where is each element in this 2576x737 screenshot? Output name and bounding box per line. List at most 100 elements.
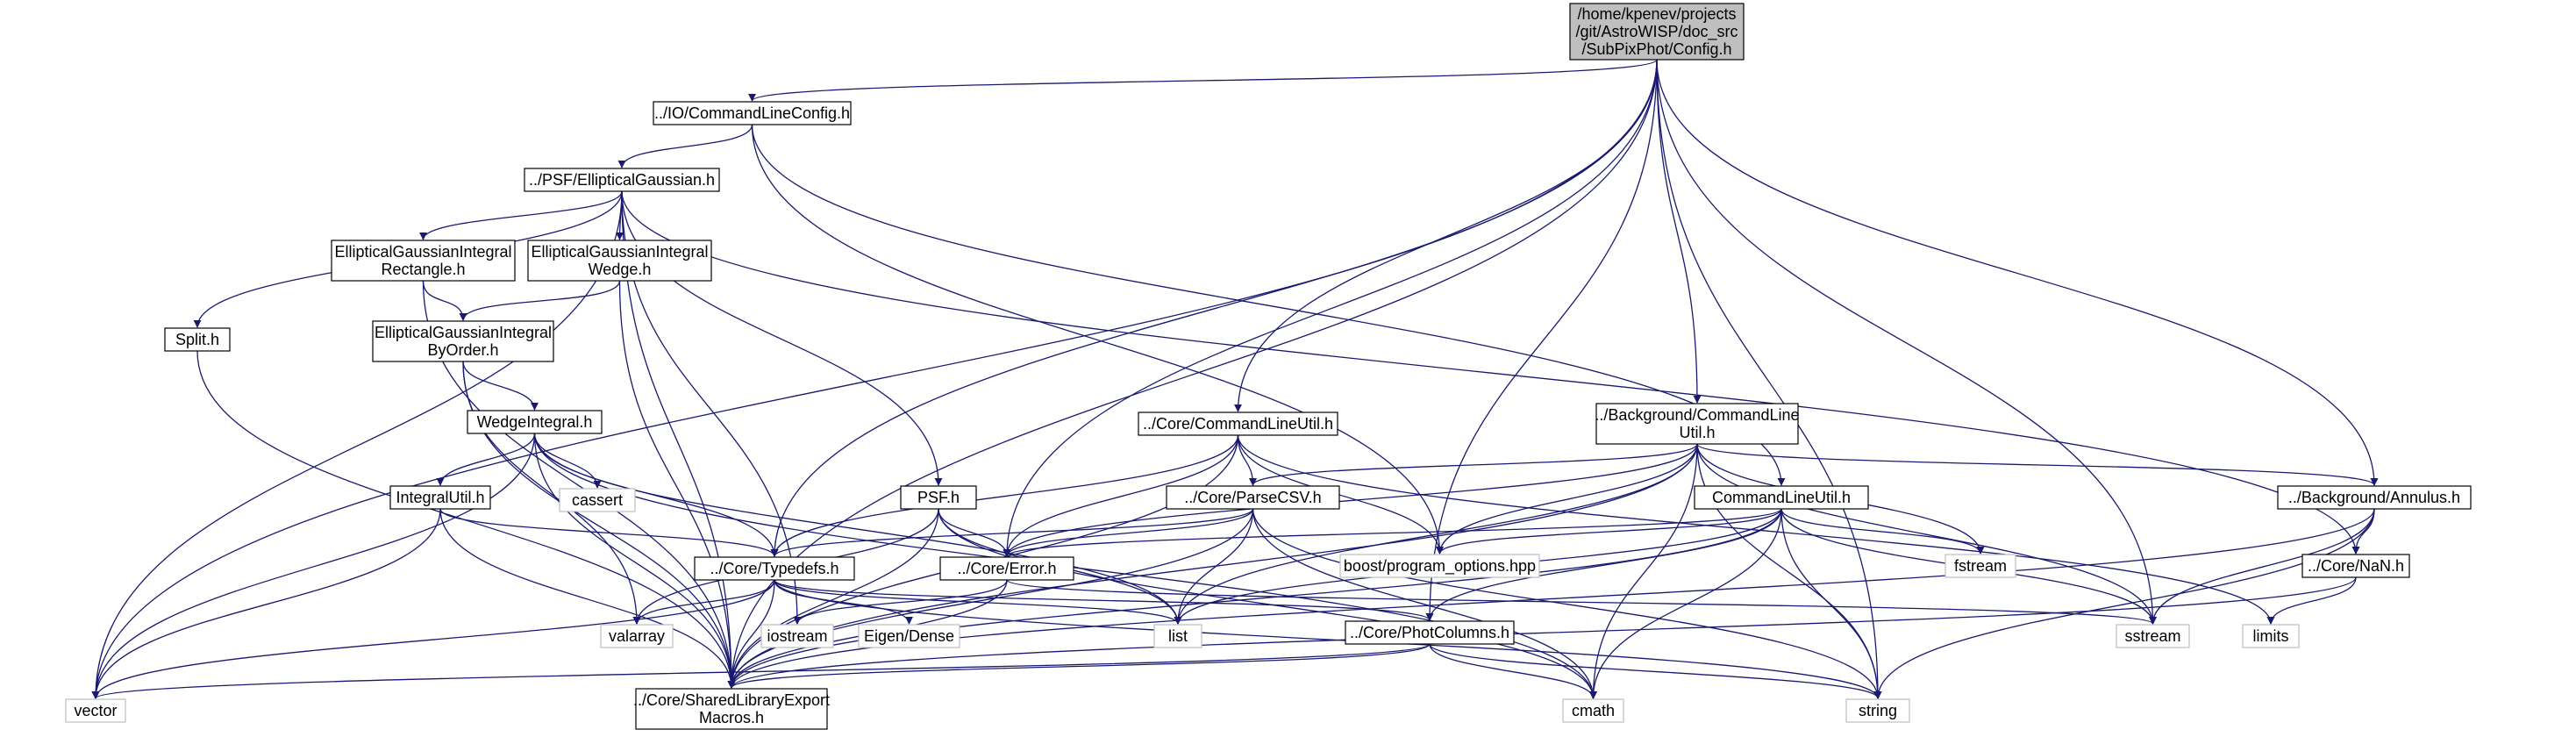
node-box-coreerror [939,556,1074,581]
node-label-string: string [1859,702,1897,719]
edge-bgcmdline-to-boostpo [1436,443,1698,555]
node-label-eigendense: Eigen/Dense [864,627,954,645]
edge-corenan-to-limits [2266,576,2357,625]
edge-corenan-to-sharedlib [727,576,2357,689]
node-eigendense[interactable]: Eigen/Dense [858,624,960,648]
edge-corecmdlineutil-to-coreerror [1003,434,1239,557]
node-cmdlineutil[interactable]: CommandLineUtil.h [1694,485,1869,510]
edge-corecmdlineutil-to-typedefs [770,434,1239,557]
edge-egirect-to-egibyorder [422,280,467,321]
node-wedgeint[interactable]: WedgeIntegral.h [467,410,603,434]
node-integralutil[interactable]: IntegralUtil.h [389,485,491,510]
node-box-psf [900,485,977,510]
node-box-cmdlineconfig [653,101,852,125]
node-box-bgcmdline [1595,403,1799,445]
node-psf[interactable]: PSF.h [900,485,977,510]
node-photcols[interactable]: ../Core/PhotColumns.h [1345,620,1515,645]
node-vector[interactable]: vector [65,698,126,723]
edge-cmdlineutil-to-cmath [1589,508,1782,699]
edge-egiwedge-to-sharedlib [618,280,736,689]
node-list[interactable]: list [1153,624,1202,648]
edge-typedefs-to-sharedlib [727,579,775,689]
node-box-boostpo [1339,554,1540,578]
edge-root-to-photcols [1425,59,1658,621]
edge-cmdlineutil-to-fstream [1780,508,1985,555]
node-parsecsv[interactable]: ../Core/ParseCSV.h [1166,485,1340,510]
node-split[interactable]: Split.h [164,327,231,352]
edge-cmdlineconfig-to-ellgauss [617,124,753,168]
node-bgannulus[interactable]: ../Background/Annulus.h [2277,485,2472,510]
edge-bgannulus-to-string [1873,508,2375,699]
edge-root-to-vector [91,59,1658,699]
edge-root-to-cmdlineconfig [748,59,1658,102]
edge-typedefs-to-string [774,579,1882,699]
node-layer: /home/kpenev/projects/git/AstroWISP/doc_… [65,3,2472,730]
node-bgcmdline[interactable]: ../Background/CommandLineUtil.h [1595,403,1800,445]
node-box-sstream [2116,624,2190,648]
node-cmdlineconfig[interactable]: ../IO/CommandLineConfig.h [653,101,852,125]
edge-egibyorder-to-wedgeint [462,361,539,411]
node-label-cmdlineutil: CommandLineUtil.h [1712,489,1851,506]
node-typedefs[interactable]: ../Core/Typedefs.h [694,556,855,581]
node-label-split: Split.h [175,331,219,348]
edge-psf-to-sharedlib [727,508,939,689]
edge-bgcmdline-to-sstream [1696,443,2157,625]
node-label-photcols: ../Core/PhotColumns.h [1350,624,1509,641]
edge-ellgauss-to-psf [621,190,943,486]
node-cmath[interactable]: cmath [1562,698,1624,723]
edge-coreerror-to-iostream [793,579,1008,625]
edge-photcols-to-string [1429,643,1882,699]
node-string[interactable]: string [1845,698,1910,723]
node-label-root: /home/kpenev/projects [1577,5,1736,23]
node-valarray[interactable]: valarray [600,624,674,648]
node-box-fstream [1944,554,2016,578]
node-box-egibyorder [372,320,554,362]
node-box-corenan [2301,554,2410,578]
edge-parsecsv-to-string [1252,508,1882,699]
node-label-valarray: valarray [609,627,665,645]
node-label-coreerror: ../Core/Error.h [957,560,1056,577]
node-root[interactable]: /home/kpenev/projects/git/AstroWISP/doc_… [1569,3,1745,61]
edge-photcols-to-cmath [1429,643,1597,699]
node-box-cassert [559,488,636,512]
node-sstream[interactable]: sstream [2116,624,2190,648]
node-coreerror[interactable]: ../Core/Error.h [939,556,1074,581]
node-label-egibyorder: ByOrder.h [427,341,498,359]
node-boostpo[interactable]: boost/program_options.hpp [1339,554,1540,578]
edge-ellgauss-to-egirect [419,190,623,240]
node-limits[interactable]: limits [2242,624,2300,648]
node-iostream[interactable]: iostream [760,624,834,648]
edge-wedgeint-to-integralutil [436,433,536,486]
edge-bgcmdline-to-list [1174,443,1698,625]
edge-typedefs-to-vector [91,579,775,699]
node-label-fstream: fstream [1954,557,2007,575]
node-label-cmdlineconfig: ../IO/CommandLineConfig.h [654,104,850,122]
node-box-typedefs [694,556,855,581]
node-box-split [164,327,231,352]
edge-bgcmdline-to-string [1696,443,1882,699]
edge-root-to-string [1656,59,1882,699]
edge-root-to-bgcmdline [1656,59,1702,404]
edge-ellgauss-to-vector [91,190,623,699]
node-cassert[interactable]: cassert [559,488,636,512]
node-box-sharedlib [635,688,828,730]
node-fstream[interactable]: fstream [1944,554,2016,578]
node-label-typedefs: ../Core/Typedefs.h [710,560,838,577]
node-label-sharedlib: ../Core/SharedLibraryExport [633,691,830,709]
edge-wedgeint-to-vector [91,433,536,699]
node-ellgauss[interactable]: ../PSF/EllipticalGaussian.h [524,168,720,192]
node-label-bgannulus: ../Background/Annulus.h [2288,489,2460,506]
node-corecmdlineutil[interactable]: ../Core/CommandLineUtil.h [1138,411,1338,436]
edge-integralutil-to-vector [91,508,441,699]
node-corenan[interactable]: ../Core/NaN.h [2301,554,2410,578]
node-label-egibyorder: EllipticalGaussianIntegral [375,324,552,341]
edge-bgcmdline-to-coreerror [1003,443,1698,557]
edge-wedgeint-to-sharedlib [533,433,736,689]
node-label-corenan: ../Core/NaN.h [2308,557,2404,575]
